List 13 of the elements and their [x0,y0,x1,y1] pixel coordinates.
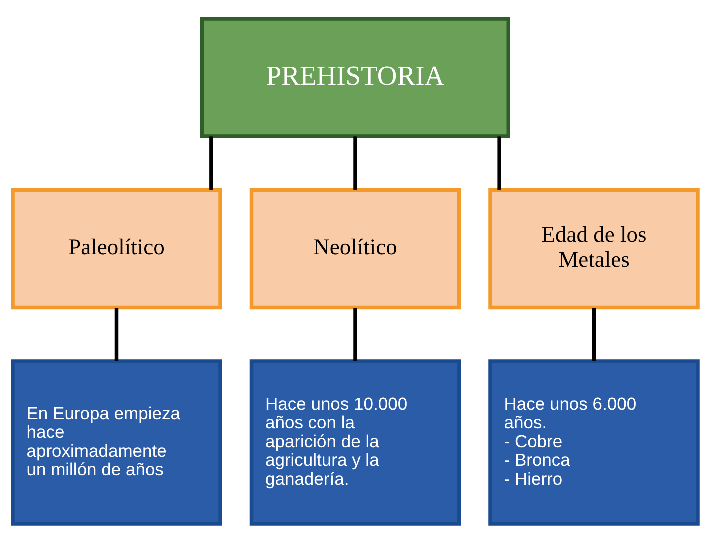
node-box: En Europa empieza hace aproximadamente un millón de años [11,359,222,526]
connector [354,136,358,190]
node-box: Neolítico [250,188,462,310]
node-box: Hace unos 10.000 años con la aparición de la agricultura y la ganadería. [250,359,462,526]
node-box: Paleolítico [11,188,222,310]
node-box: PREHISTORIA [200,16,510,138]
node-box: Edad de los Metales [488,188,700,310]
node-box: Hace unos 6.000 años. - Cobre - Bronca - Hierro [488,359,700,526]
connector [354,308,358,361]
connector [114,308,119,361]
connector [210,136,214,190]
connector [592,308,596,361]
connector [498,136,502,190]
